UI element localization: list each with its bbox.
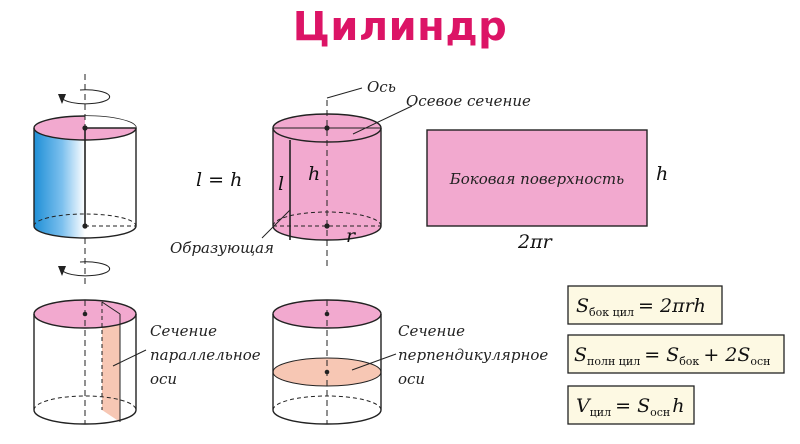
rotation-arrow-icon (58, 89, 111, 105)
rotation-arrow-icon (58, 261, 111, 277)
perpendicular-section-label: Сечение перпендикулярное оси (398, 322, 553, 388)
formula-total-area: Sполн цил= Sбок+ 2Sосн (567, 334, 785, 374)
page-title: Цилиндр (292, 4, 508, 50)
rect-height-label: h (656, 163, 668, 185)
axial-section-label: Осевое сечение (406, 92, 531, 110)
radius-r-label: r (346, 225, 357, 247)
axis-label: Ось (367, 78, 396, 96)
axial-section-cylinder (261, 87, 413, 270)
svg-text:Sполн цил= Sбок+ 2Sосн: Sполн цил= Sбок+ 2Sосн (574, 344, 771, 368)
rotation-cylinder (33, 74, 137, 286)
parallel-section-cylinder (33, 299, 147, 425)
rect-width-label: 2πr (517, 231, 554, 253)
l-equals-h-label: l = h (196, 169, 242, 191)
lateral-surface-rectangle (426, 129, 648, 227)
parallel-section-label: Сечение параллельное оси (150, 322, 265, 388)
height-h-label: h (308, 163, 320, 185)
lateral-surface-label: Боковая поверхность (449, 170, 624, 188)
svg-text:Sбок цил= 2πrh: Sбок цил= 2πrh (576, 295, 706, 319)
formula-lateral-area: Sбок цил= 2πrh (567, 285, 723, 325)
generatrix-label: Образующая (170, 239, 274, 257)
perpendicular-section-cylinder (272, 299, 397, 425)
generatrix-l-label: l (278, 173, 284, 195)
